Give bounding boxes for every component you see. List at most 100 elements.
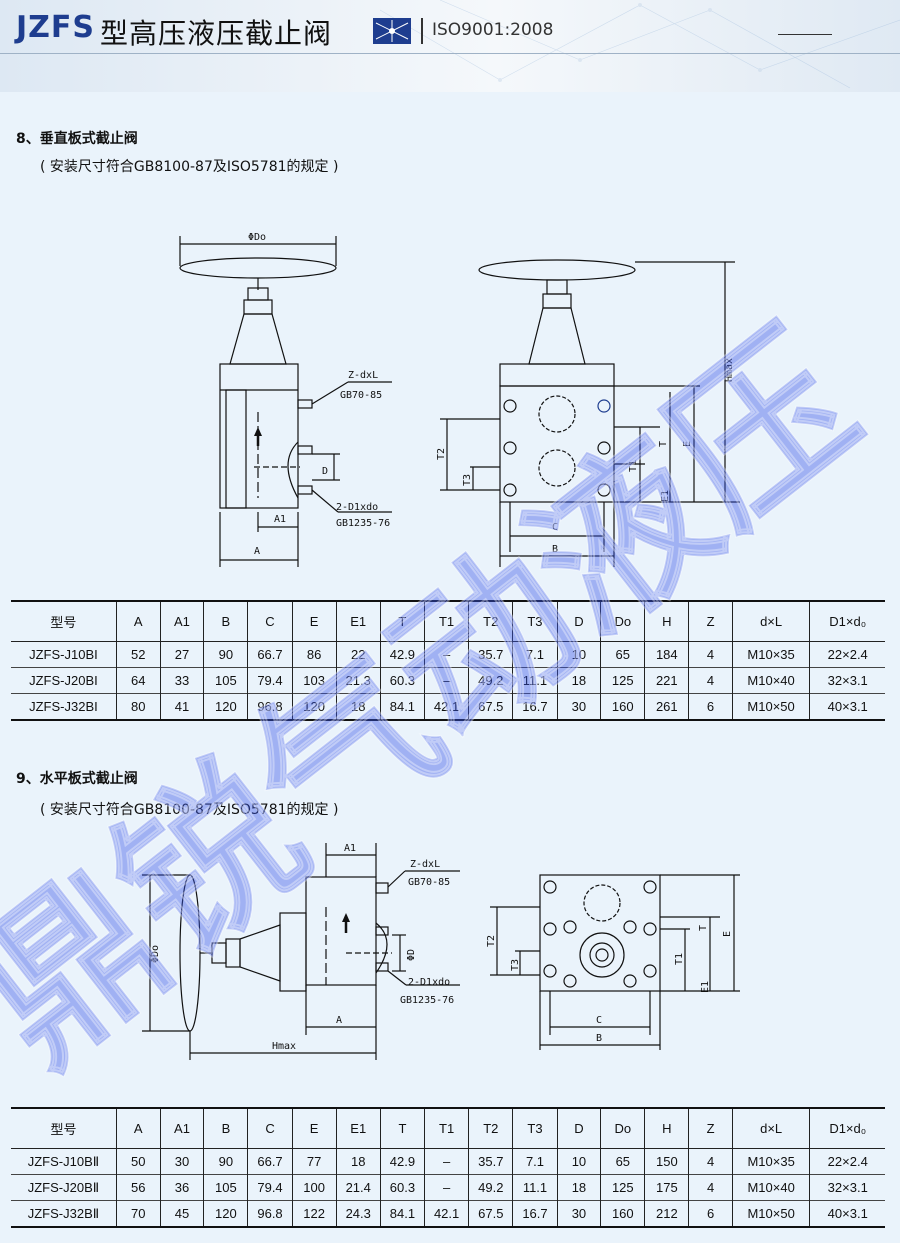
table-cell: 40×3.1 <box>809 1200 885 1227</box>
table-cell: 50 <box>115 1148 161 1175</box>
table-cell: 103 <box>291 667 337 694</box>
table-cell: 30 <box>556 1200 601 1227</box>
dim-label-c: C <box>596 1015 602 1026</box>
header-cell: T2 <box>468 601 513 642</box>
dim-label-b: B <box>596 1033 602 1044</box>
table-cell: 40×3.1 <box>809 693 885 720</box>
table-cell: 33 <box>159 667 204 694</box>
section1-subtitle: ( 安装尺寸符合GB8100-87及ISO5781的规定 ) <box>40 159 339 175</box>
iso-certification-icon <box>373 18 411 44</box>
dim-label-gb70: GB70-85 <box>340 390 382 401</box>
table-cell: 125 <box>600 667 645 694</box>
header-cell: 型号 <box>50 1122 77 1137</box>
table-cell: 22×2.4 <box>809 1148 885 1175</box>
table-cell: 67.5 <box>468 1200 513 1227</box>
table-cell: 32×3.1 <box>809 667 885 694</box>
table-cell: M10×50 <box>731 693 810 720</box>
table-cell: 4 <box>688 641 733 668</box>
table-header-row: 型号 A A1 B C E E1 T T1 T2 T3 D Do H Z d×L… <box>11 601 885 642</box>
header-cell: T2 <box>468 1108 513 1149</box>
dim-label-d: D <box>322 466 328 477</box>
header-network-pattern <box>380 0 900 89</box>
table-cell: 80 <box>115 693 161 720</box>
table-cell: 49.2 <box>468 1174 513 1201</box>
table-cell: 125 <box>600 1174 645 1201</box>
table-cell: 10 <box>556 641 601 668</box>
table-cell: 67.5 <box>468 693 513 720</box>
dim-label-t1: T1 <box>674 953 685 965</box>
table-cell: 7.1 <box>512 641 558 668</box>
spec-table-horizontal: 型号 A A1 B C E E1 T T1 T2 T3 D Do H Z d×L… <box>11 1107 885 1228</box>
table-cell: – <box>423 667 469 694</box>
table-cell: 150 <box>644 1148 689 1175</box>
table-cell: JZFS-J10BⅡ <box>27 1153 100 1169</box>
dim-label-t2: T2 <box>436 448 447 460</box>
table-cell: 160 <box>600 693 645 720</box>
header-cell: T3 <box>512 601 558 642</box>
dim-label-hmax: Hmax <box>724 358 735 382</box>
table-cell: M10×35 <box>731 1148 810 1175</box>
table-cell: 4 <box>688 1174 733 1201</box>
table-cell: 84.1 <box>379 1200 425 1227</box>
brand-name: JZFS <box>16 10 96 45</box>
header-cell: D1×d₀ <box>809 601 885 642</box>
table-cell: 11.1 <box>512 1174 558 1201</box>
table-cell: 96.8 <box>247 693 293 720</box>
dim-label-e: E <box>682 441 693 447</box>
table-cell: 52 <box>115 641 161 668</box>
dim-label-t3: T3 <box>510 959 521 971</box>
table-cell: 70 <box>115 1200 161 1227</box>
table-cell: 10 <box>556 1148 601 1175</box>
vertical-valve-drawing: ΦDo Z-dxL GB70-85 D 2-D1xdo GB1235-76 A1… <box>179 232 740 567</box>
table-cell: M10×40 <box>731 1174 810 1201</box>
table-cell: 86 <box>291 641 337 668</box>
horizontal-valve-drawing: A1 Z-dxL GB70-85 ΦDo ΦD 2-D1xdo GB1235-7… <box>142 843 740 1060</box>
header-cell: D1×d₀ <box>809 1108 885 1149</box>
table-cell: M10×50 <box>731 1200 810 1227</box>
table-cell: M10×40 <box>731 667 810 694</box>
table-cell: 122 <box>291 1200 337 1227</box>
table-cell: 30 <box>556 693 601 720</box>
table-cell: 32×3.1 <box>809 1174 885 1201</box>
table-cell: 18 <box>335 1148 381 1175</box>
table-cell: 120 <box>291 693 337 720</box>
table-cell: 175 <box>644 1174 689 1201</box>
table-header-row: 型号 A A1 B C E E1 T T1 T2 T3 D Do H Z d×L… <box>11 1108 885 1149</box>
table-cell: JZFS-J20BI <box>29 673 98 688</box>
table-cell: 90 <box>203 1148 248 1175</box>
header-divider <box>0 53 900 54</box>
header-cell: H <box>644 1108 689 1149</box>
header-cell: H <box>644 601 689 642</box>
table-cell: 35.7 <box>468 1148 513 1175</box>
section1-title: 8、垂直板式截止阀 <box>16 131 138 147</box>
header-cell: E1 <box>335 1108 381 1149</box>
dim-label-e: E <box>722 931 733 937</box>
table-cell: 221 <box>644 667 689 694</box>
table-cell: 30 <box>159 1148 204 1175</box>
dim-label-hmax: Hmax <box>272 1041 296 1052</box>
dim-label-gb1235: GB1235-76 <box>400 995 454 1006</box>
table-cell: 60.3 <box>379 1174 425 1201</box>
header-cell: C <box>247 601 293 642</box>
header-cell: A <box>115 1108 161 1149</box>
dim-label-a: A <box>336 1015 342 1026</box>
table-cell: 79.4 <box>247 667 293 694</box>
table-cell: 18 <box>556 1174 601 1201</box>
dim-label-a1: A1 <box>274 514 286 525</box>
header-cell: B <box>203 1108 248 1149</box>
section2-subtitle: ( 安装尺寸符合GB8100-87及ISO5781的规定 ) <box>40 802 339 818</box>
header-cell: Do <box>600 1108 645 1149</box>
dim-label-t2: T2 <box>486 935 497 947</box>
section2-title: 9、水平板式截止阀 <box>16 771 138 787</box>
dim-label-a1: A1 <box>344 843 356 854</box>
dim-label-gb70: GB70-85 <box>408 877 450 888</box>
table-cell: 65 <box>600 1148 645 1175</box>
table-cell: 60.3 <box>379 667 425 694</box>
table-cell: 56 <box>115 1174 161 1201</box>
dim-label-a: A <box>254 546 260 557</box>
table-cell: 212 <box>644 1200 689 1227</box>
